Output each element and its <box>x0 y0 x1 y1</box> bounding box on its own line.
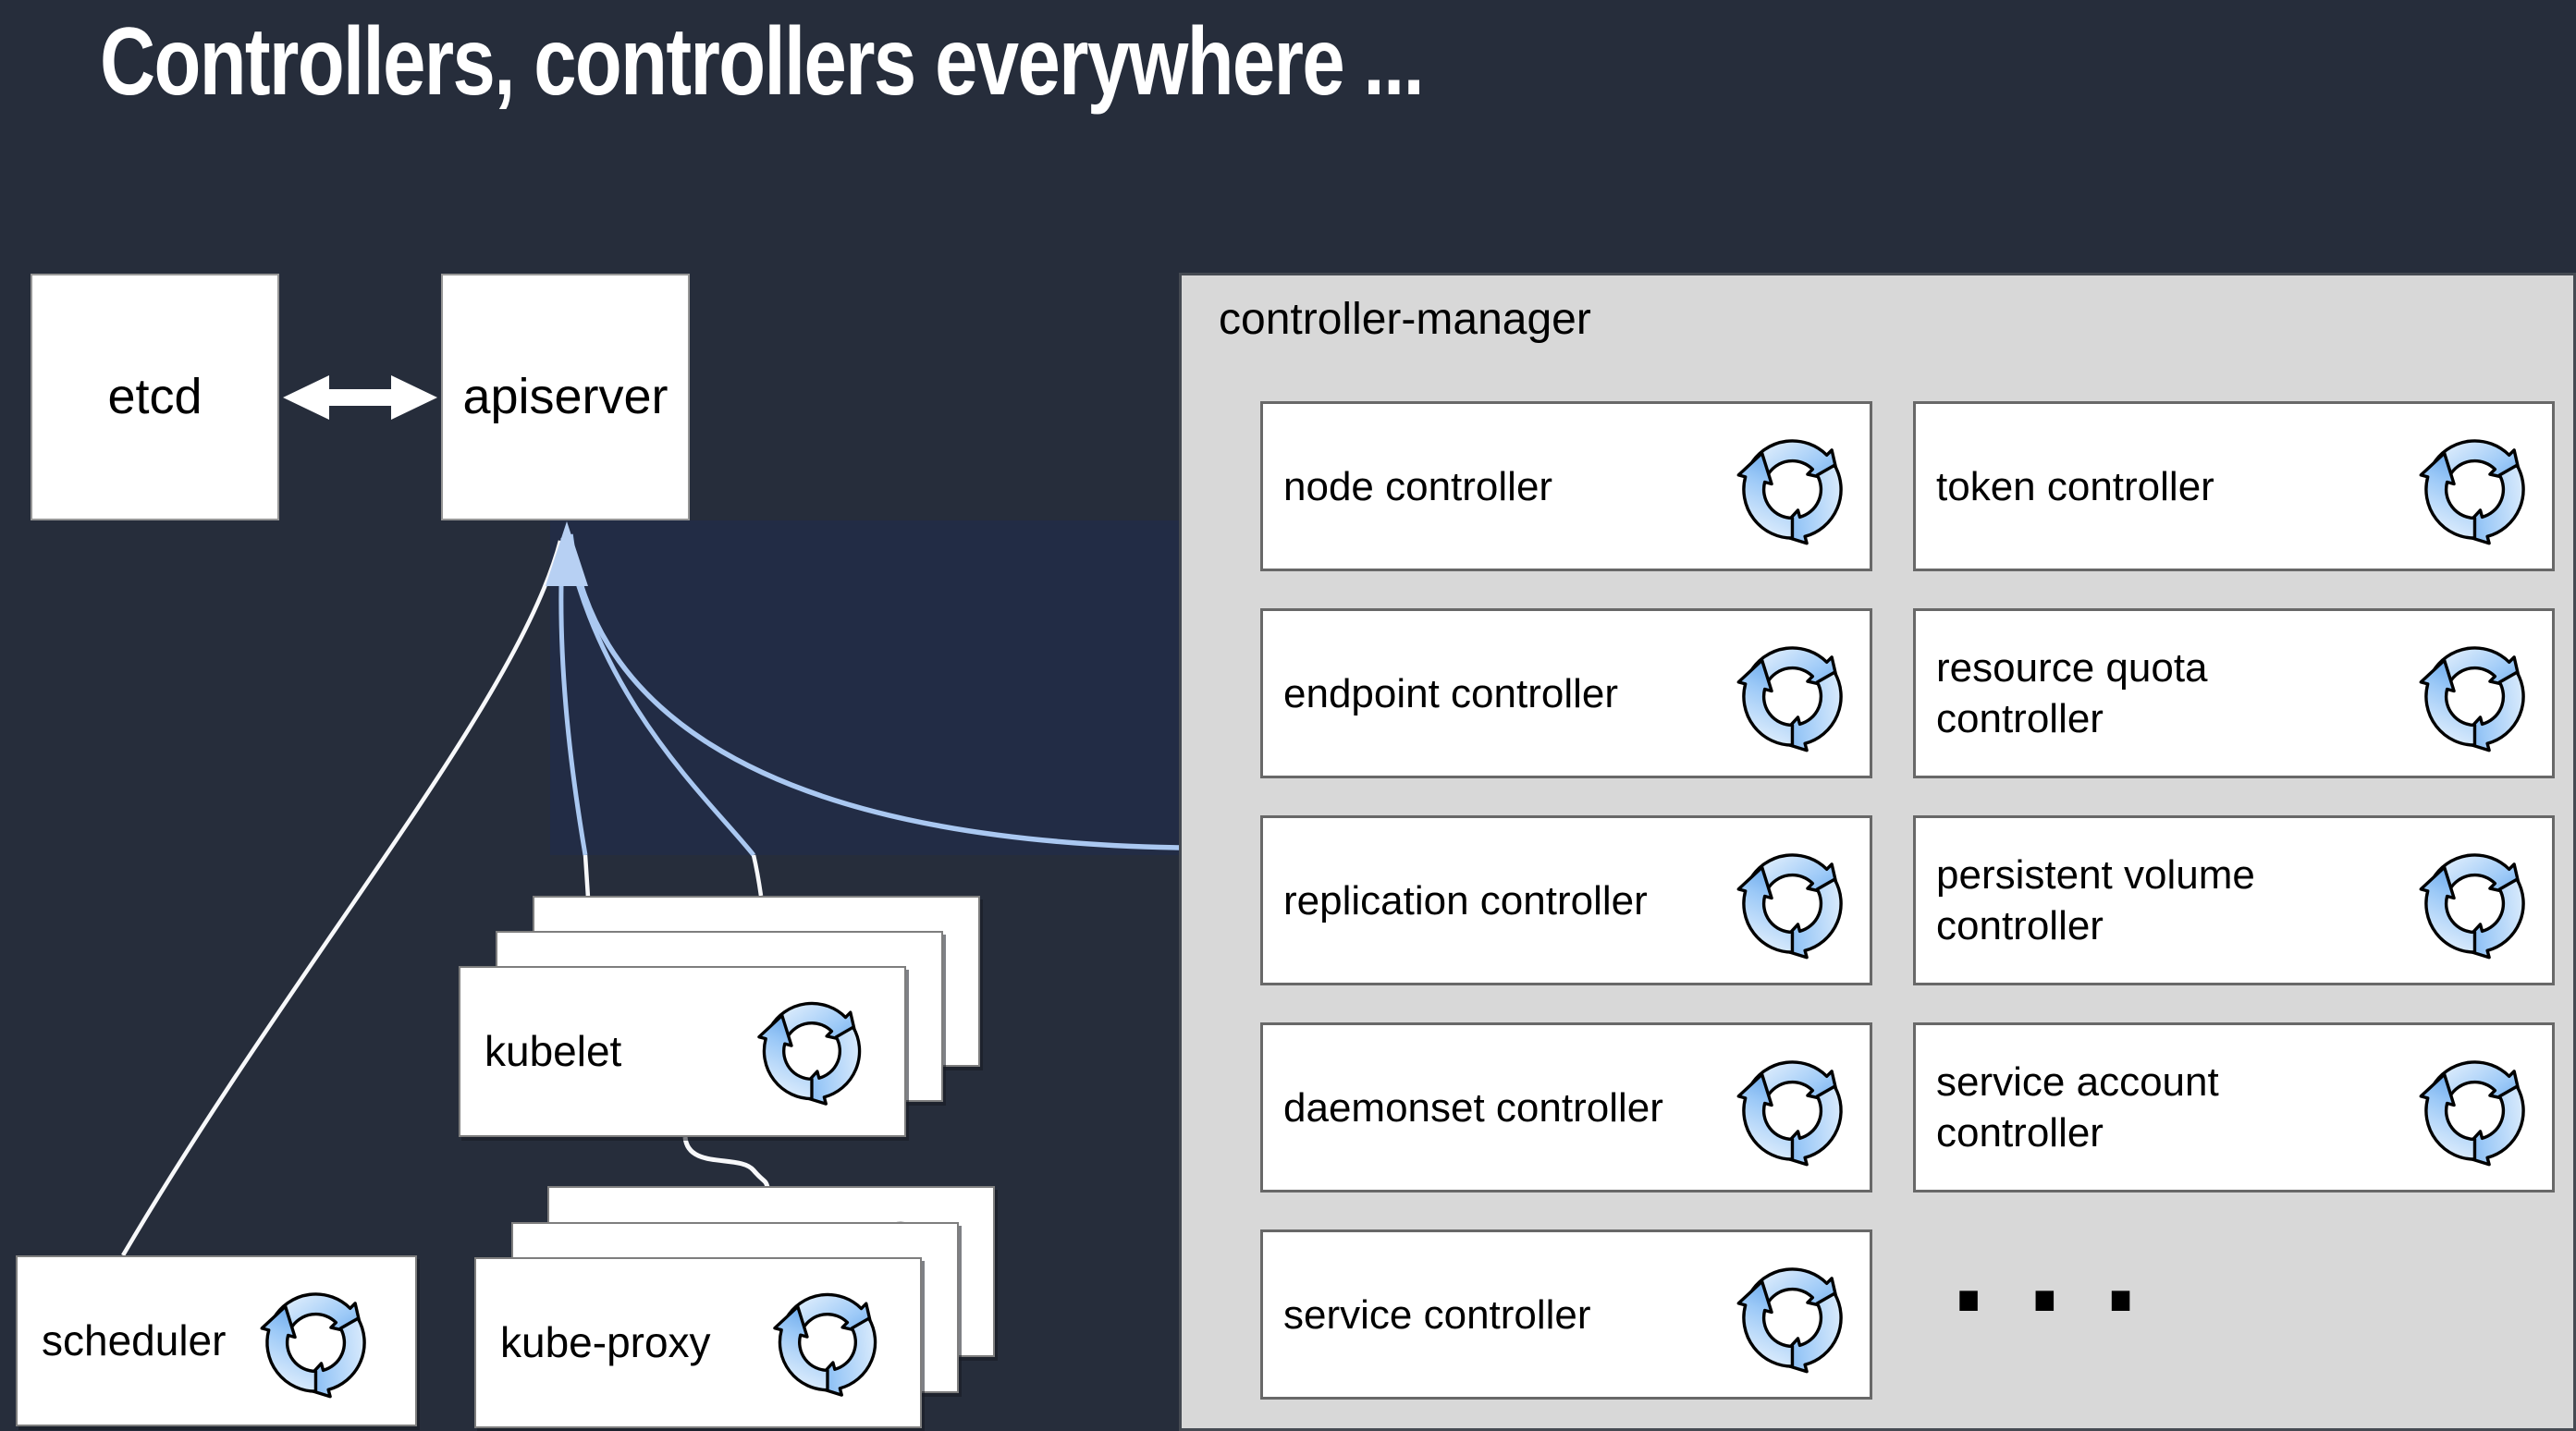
sync-arrows-icon <box>742 981 882 1121</box>
scheduler-box: scheduler <box>16 1255 417 1426</box>
controller-box-daemonset: daemonset controller <box>1260 1022 1872 1192</box>
etcd-box: etcd <box>31 274 279 520</box>
etcd-label: etcd <box>107 368 202 424</box>
apiserver-box: apiserver <box>441 274 690 520</box>
page-title: Controllers, controllers everywhere ... <box>100 8 1425 116</box>
controller-manager-panel: controller-manager node controller token… <box>1179 273 2576 1431</box>
controller-manager-title: controller-manager <box>1219 295 1591 344</box>
controller-box-service: service controller <box>1260 1229 1872 1400</box>
controller-label: persistent volume controller <box>1936 852 2255 948</box>
scheduler-apiserver-line <box>121 540 563 1257</box>
controller-label: token controller <box>1936 463 2214 509</box>
sync-arrows-icon <box>2403 418 2546 561</box>
highlight-rect <box>550 520 1179 855</box>
controller-box-service-account: service account controller <box>1913 1022 2555 1192</box>
sync-arrows-icon <box>2403 625 2546 768</box>
controller-label: resource quota controller <box>1936 645 2208 741</box>
controller-label: replication controller <box>1283 877 1648 923</box>
controller-label: service account controller <box>1936 1059 2219 1156</box>
controller-manager-apiserver-line <box>568 533 1181 850</box>
sync-arrows-icon <box>1721 832 1864 975</box>
kube-proxy-box: kube-proxy <box>474 1257 922 1428</box>
controller-box-node: node controller <box>1260 401 1872 571</box>
kubelet-apiserver-line <box>558 537 588 856</box>
kubelet-box: kubelet <box>459 966 906 1137</box>
controller-label: service controller <box>1283 1291 1591 1338</box>
kubelet-stack-apiserver-line-tail <box>751 854 764 897</box>
sync-arrows-icon <box>1721 418 1864 561</box>
scheduler-label: scheduler <box>42 1315 227 1364</box>
more-controllers-ellipsis: ... <box>1935 1209 2164 1338</box>
sync-arrows-icon <box>757 1272 898 1413</box>
controller-box-resource-quota: resource quota controller <box>1913 608 2555 778</box>
controller-label: daemonset controller <box>1283 1084 1663 1131</box>
kubelet-label: kubelet <box>485 1026 622 1075</box>
controller-box-persistent-volume: persistent volume controller <box>1913 815 2555 985</box>
sync-arrows-icon <box>244 1271 387 1414</box>
controller-box-token: token controller <box>1913 401 2555 571</box>
controller-box-replication: replication controller <box>1260 815 1872 985</box>
sync-arrows-icon <box>2403 832 2546 975</box>
sync-arrows-icon <box>1721 1246 1864 1389</box>
kubelet-stack-apiserver-line <box>563 535 755 857</box>
controller-box-endpoint: endpoint controller <box>1260 608 1872 778</box>
apiserver-arrowhead <box>546 521 588 586</box>
kube-proxy-label: kube-proxy <box>500 1317 711 1366</box>
kubelet-kubeproxy-line <box>682 1136 770 1188</box>
sync-arrows-icon <box>1721 625 1864 768</box>
controller-label: node controller <box>1283 463 1553 509</box>
apiserver-label: apiserver <box>462 368 669 424</box>
sync-arrows-icon <box>1721 1039 1864 1182</box>
controller-label: endpoint controller <box>1283 670 1619 716</box>
sync-arrows-icon <box>2403 1039 2546 1182</box>
etcd-apiserver-arrow <box>283 375 437 420</box>
